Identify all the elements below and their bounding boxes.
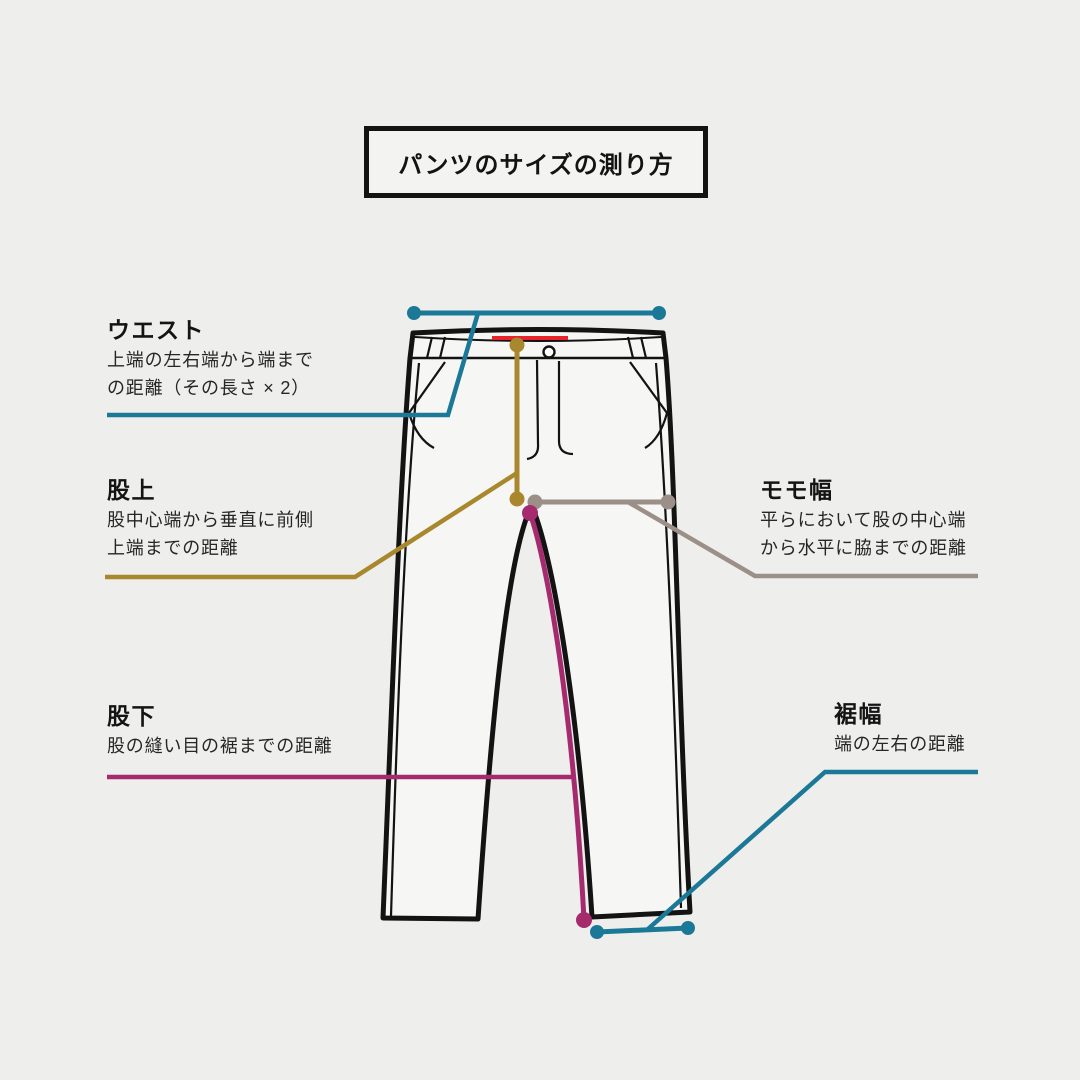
- waist-description-line: 上端の左右端から端まで: [107, 350, 314, 370]
- waist-endpoint-dot: [652, 306, 666, 320]
- button: [542, 345, 556, 359]
- hem-measure-line: [596, 925, 689, 935]
- thigh-endpoint-dot: [660, 494, 676, 510]
- right-pocket-line: [629, 361, 669, 449]
- belt-loop-line: [438, 336, 447, 359]
- belt-loop-line: [626, 336, 635, 359]
- coin-pocket-line: [557, 361, 574, 456]
- hem-measure: [590, 769, 978, 939]
- rise-measure: [105, 337, 525, 580]
- page-title: パンツのサイズの測り方: [398, 151, 674, 179]
- thigh-description-line: 平らにおいて股の中心端: [760, 510, 967, 530]
- rise-endpoint-dot: [509, 491, 525, 507]
- rise-heading: 股上: [107, 477, 156, 503]
- waist-measure: [107, 306, 666, 418]
- waist-leader-line: [107, 312, 481, 418]
- rise-endpoint-dot: [509, 337, 525, 353]
- inseam-measure: [107, 505, 592, 928]
- left-side-seam-line: [389, 362, 421, 917]
- inseam-description-line: 股の縫い目の裾までの距離: [107, 736, 333, 756]
- inseam-label-block: 股下 股の縫い目の裾までの距離: [107, 700, 333, 761]
- hem-heading: 裾幅: [834, 701, 883, 727]
- inseam-endpoint-dot: [522, 505, 538, 521]
- inseam-endpoint-dot: [576, 912, 592, 928]
- rise-description-line: 上端までの距離: [107, 537, 239, 558]
- pants-illustration: [380, 327, 693, 922]
- waist-heading: ウエスト: [107, 317, 205, 343]
- rise-leader-line: [105, 471, 519, 580]
- hem-leader-line: [646, 769, 978, 931]
- thigh-description-line: から水平に脇までの距離: [760, 537, 967, 558]
- waist-description-line: の距離（その長さ × 2）: [107, 377, 310, 398]
- belt-loop-line: [425, 336, 434, 359]
- hem-endpoint-dot: [681, 921, 695, 935]
- rise-label-block: 股上 股中心端から垂直に前側 上端までの距離: [107, 474, 314, 562]
- waist-endpoint-dot: [407, 306, 421, 320]
- thigh-leader-line: [626, 500, 978, 579]
- waistband-inner-curve: [414, 336, 662, 342]
- title-box: パンツのサイズの測り方: [364, 126, 708, 198]
- hem-description-line: 端の左右の距離: [834, 734, 966, 754]
- hem-label-block: 裾幅 端の左右の距離: [834, 698, 966, 759]
- thigh-heading: モモ幅: [760, 477, 834, 503]
- waist-label-block: ウエスト 上端の左右端から端まで の距離（その長さ × 2）: [107, 314, 314, 402]
- inseam-measure-curve: [527, 512, 587, 921]
- belt-loop-line: [639, 336, 648, 359]
- hem-endpoint-dot: [590, 925, 604, 939]
- rise-description-line: 股中心端から垂直に前側: [107, 510, 314, 530]
- thigh-label-block: モモ幅 平らにおいて股の中心端 から水平に脇までの距離: [760, 474, 967, 562]
- inseam-heading: 股下: [107, 703, 156, 729]
- fly-line: [526, 359, 540, 461]
- pants-outline: [380, 327, 693, 922]
